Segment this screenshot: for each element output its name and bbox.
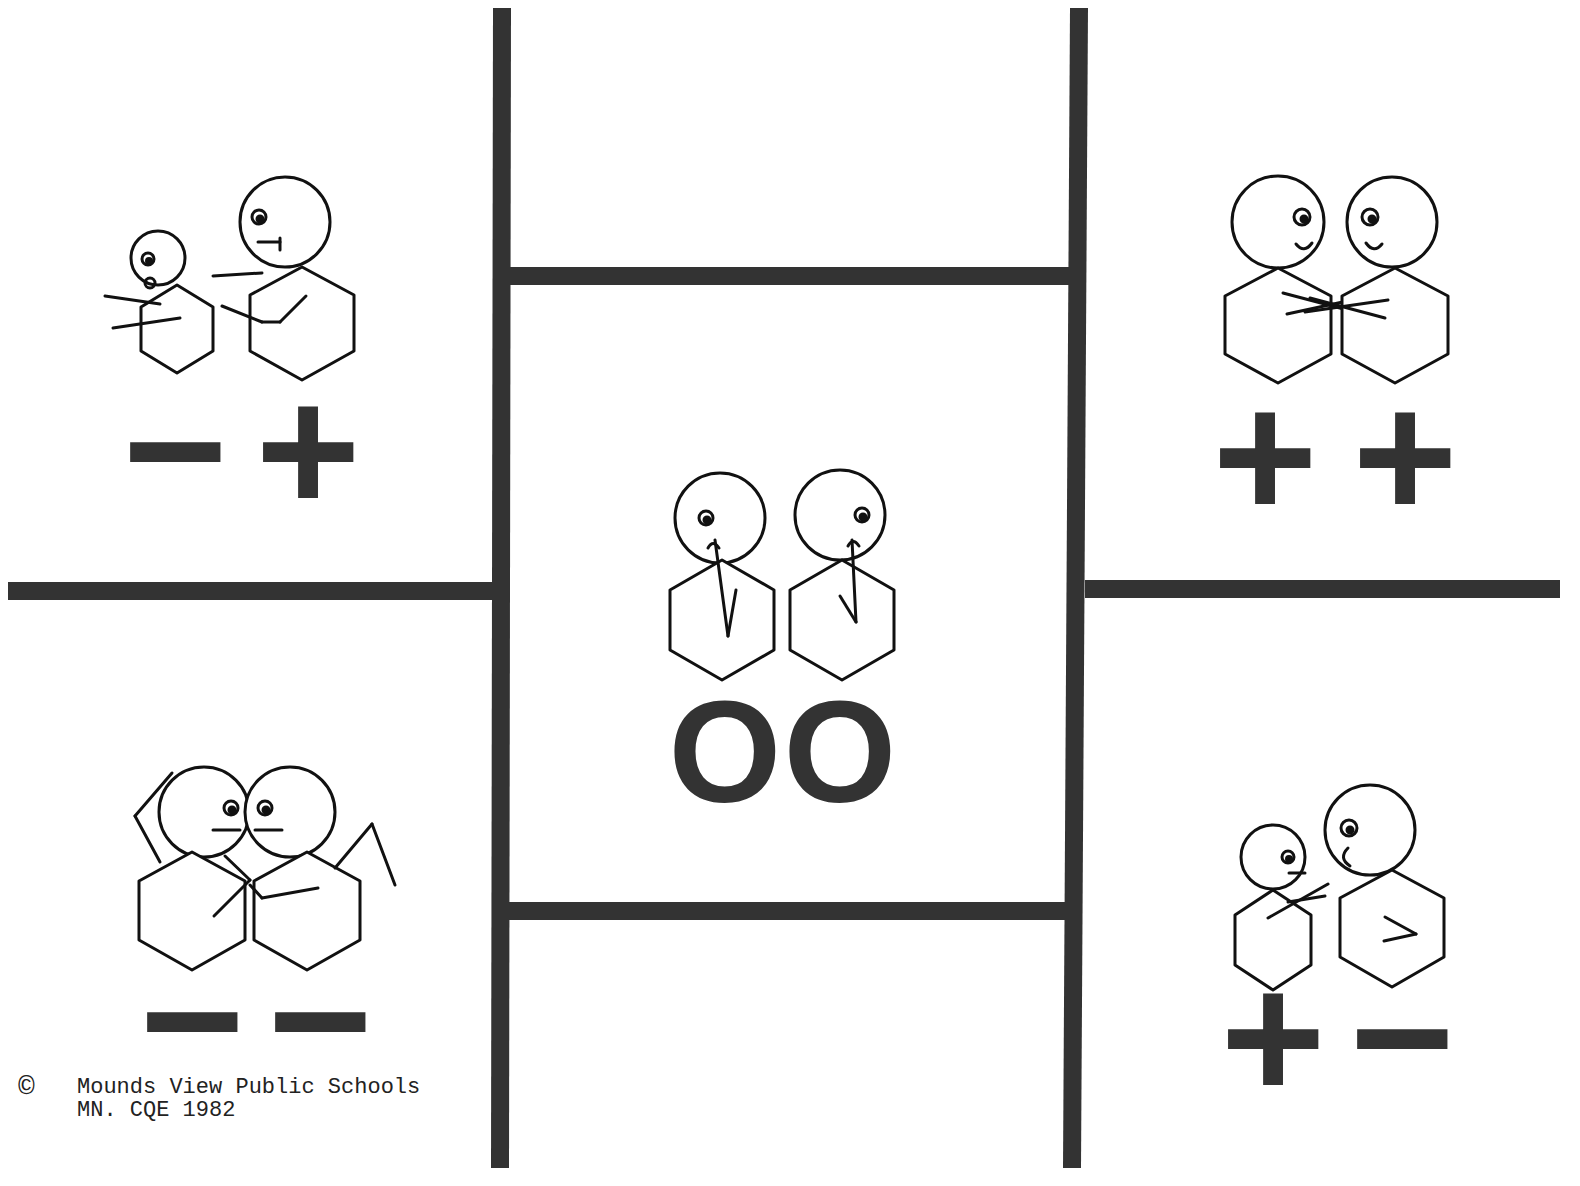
symbol-mark: O	[784, 680, 897, 825]
stick-figure-angry-part	[335, 824, 372, 868]
stick-figure-small-part	[1288, 896, 1325, 902]
stick-figure-neutral-part	[675, 473, 765, 563]
stick-figure-angry-part	[135, 816, 160, 862]
stick-figure-neutral-part	[855, 508, 869, 522]
stick-figure-big	[213, 177, 354, 380]
ladder-frame-part	[510, 267, 1070, 285]
stick-figure-neutral-part	[795, 470, 885, 560]
stick-figure-small-part	[1289, 872, 1305, 875]
stick-figure-big-part	[258, 241, 280, 244]
stick-figure-happy-part	[1296, 243, 1312, 249]
stick-figure-small-part	[1282, 851, 1294, 863]
stick-figure-small-part	[131, 231, 185, 285]
symbol-mark: −	[122, 360, 227, 540]
symbol-mark: −	[1349, 947, 1454, 1127]
stick-figure-big-part	[1325, 785, 1415, 875]
ladder-frame-part	[500, 8, 502, 1168]
stick-figure-small-part	[147, 259, 152, 264]
stick-figure-small-part	[113, 318, 180, 328]
stick-figure-happy-part	[1369, 216, 1375, 222]
stick-figure-angry-part	[372, 824, 395, 885]
stick-figure-big-part	[222, 306, 262, 322]
stick-figure-happy-part	[1362, 209, 1378, 225]
symbol-mark: +	[1212, 366, 1317, 546]
symbol-mark: +	[1352, 366, 1457, 546]
stick-figure-happy	[1305, 177, 1448, 383]
stick-figure-happy-part	[1305, 300, 1388, 312]
symbol-mark: O	[669, 680, 782, 825]
stick-figure-big-part	[1384, 934, 1416, 941]
ladder-frame-part	[508, 902, 1066, 920]
stick-figure-angry-part	[245, 767, 335, 857]
stick-figure-big-part	[240, 177, 330, 267]
copyright-note: Mounds View Public Schools	[77, 1077, 420, 1099]
stick-figure-big-part	[279, 238, 282, 250]
stick-figure-neutral-part	[840, 596, 856, 622]
stick-figure-small-part	[1241, 825, 1305, 889]
stick-figure-angry-part	[213, 829, 240, 832]
stick-figure-angry-part	[159, 767, 249, 857]
stick-figure-happy-part	[1301, 216, 1307, 222]
stick-figure-neutral-part	[790, 560, 894, 680]
stick-figure-angry-part	[263, 807, 269, 813]
stick-figure-big-part	[257, 216, 263, 222]
stick-figure-big-part	[262, 321, 280, 324]
stick-figure-neutral	[790, 470, 894, 680]
stick-figure-small-part	[1268, 884, 1328, 918]
stick-figure-angry-part	[250, 885, 262, 898]
stick-figure-neutral-part	[699, 511, 713, 525]
stick-figure-angry-part	[262, 888, 318, 898]
stick-figure-neutral-part	[670, 560, 774, 680]
ladder-frame	[8, 8, 1560, 1168]
stick-figure-angry-part	[229, 807, 235, 813]
copyright-note: MN. CQE 1982	[77, 1100, 235, 1122]
ladder-frame-part	[1072, 8, 1079, 1168]
stick-figure-neutral-part	[728, 590, 736, 636]
stick-figure-angry-part	[225, 856, 250, 880]
stick-figure-big-part	[1341, 820, 1357, 836]
stick-figure-neutral-part	[860, 514, 866, 520]
stick-figure-happy-part	[1347, 177, 1437, 267]
stick-figure-angry-part	[224, 801, 238, 815]
stick-figure-big-part	[252, 210, 266, 224]
stick-figure-angry-part	[214, 880, 250, 916]
ladder-frame-part	[1085, 580, 1560, 598]
stick-figure-happy-part	[1366, 243, 1382, 249]
figure-illustration-part	[105, 176, 1448, 990]
stick-figure-small	[105, 231, 213, 373]
stick-figure-happy-part	[1294, 209, 1310, 225]
stick-figure-angry-part	[255, 829, 282, 832]
stick-figure-neutral-part	[715, 540, 728, 636]
stick-figure-angry-part	[135, 773, 172, 816]
stick-figure-small-part	[145, 278, 155, 288]
stick-figure-small-part	[142, 253, 154, 265]
stick-figure-neutral-part	[852, 540, 856, 622]
stick-figure-big-part	[213, 273, 262, 276]
copyright-note: ©	[18, 1074, 35, 1102]
stick-figure-big-part	[1385, 917, 1416, 934]
stick-figure-big-part	[280, 296, 306, 322]
symbol-mark: +	[255, 360, 360, 540]
stick-figure-happy	[1225, 176, 1355, 383]
stick-figure-happy-part	[1232, 176, 1324, 268]
ladder-frame-part	[8, 582, 492, 600]
symbol-mark: +	[1220, 947, 1325, 1127]
stick-figure-big-part	[1347, 827, 1353, 833]
stick-figure-neutral	[670, 473, 774, 680]
stick-figure-angry-part	[258, 801, 272, 815]
stick-figure-big-part	[1343, 848, 1350, 866]
stick-figure-small-part	[1287, 857, 1292, 862]
stick-figure-neutral-part	[704, 517, 710, 523]
stick-figure-small-part	[105, 296, 160, 304]
